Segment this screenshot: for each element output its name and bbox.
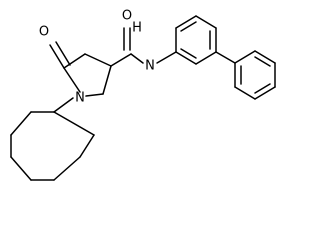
phenyl1-double-3 xyxy=(180,48,197,59)
amide-nitrogen-label: N xyxy=(145,59,155,74)
ring-bond-c3-c4 xyxy=(102,65,112,95)
cyclooctane-bond-2 xyxy=(53,156,81,181)
ring-bond-c2-c3 xyxy=(84,53,112,67)
ring-to-amide-carbon-bond xyxy=(110,53,132,67)
lactam-carbonyl-bond-b xyxy=(55,41,71,66)
molecule-svg: O H N O N xyxy=(10,9,276,181)
phenyl2-bond-1 xyxy=(234,50,256,64)
phenyl1-bond-5 xyxy=(195,51,217,65)
cyclooctane-bond-4 xyxy=(10,156,32,181)
cyclooctane-bond-6 xyxy=(10,111,32,136)
cyclooctyl-n-bond xyxy=(53,97,74,113)
biaryl-bond xyxy=(215,51,236,64)
cyclooctane-bond-8 xyxy=(53,111,95,136)
phenyl2-double-1 xyxy=(254,56,271,67)
phenyl2-bond-5 xyxy=(234,86,256,100)
cyclooctane-bond-1 xyxy=(79,134,95,158)
ring-bond-c4-n xyxy=(85,93,104,97)
phenyl1-double-1 xyxy=(180,21,197,32)
ring-bond-c1-c2 xyxy=(63,53,86,69)
phenyl2-bond-2 xyxy=(254,50,276,64)
lactam-oxygen-label: O xyxy=(39,25,49,40)
amide-hydrogen-label: H xyxy=(132,21,142,36)
amide-c-n-bond xyxy=(130,53,144,64)
phenyl1-bond-6 xyxy=(175,51,197,65)
ring-bond-n-c1 xyxy=(63,67,81,93)
ring-nitrogen-label: N xyxy=(75,91,85,106)
structure-diagram: O H N O N xyxy=(10,8,276,181)
amide-oxygen-label: O xyxy=(122,9,132,24)
phenyl2-double-2 xyxy=(254,83,271,94)
amide-n-aryl-bond xyxy=(156,51,177,64)
lactam-carbonyl-bond-a xyxy=(49,44,65,69)
phenyl2-bond-4 xyxy=(254,86,276,100)
phenyl1-bond-2 xyxy=(175,15,197,29)
phenyl1-bond-3 xyxy=(195,15,217,29)
